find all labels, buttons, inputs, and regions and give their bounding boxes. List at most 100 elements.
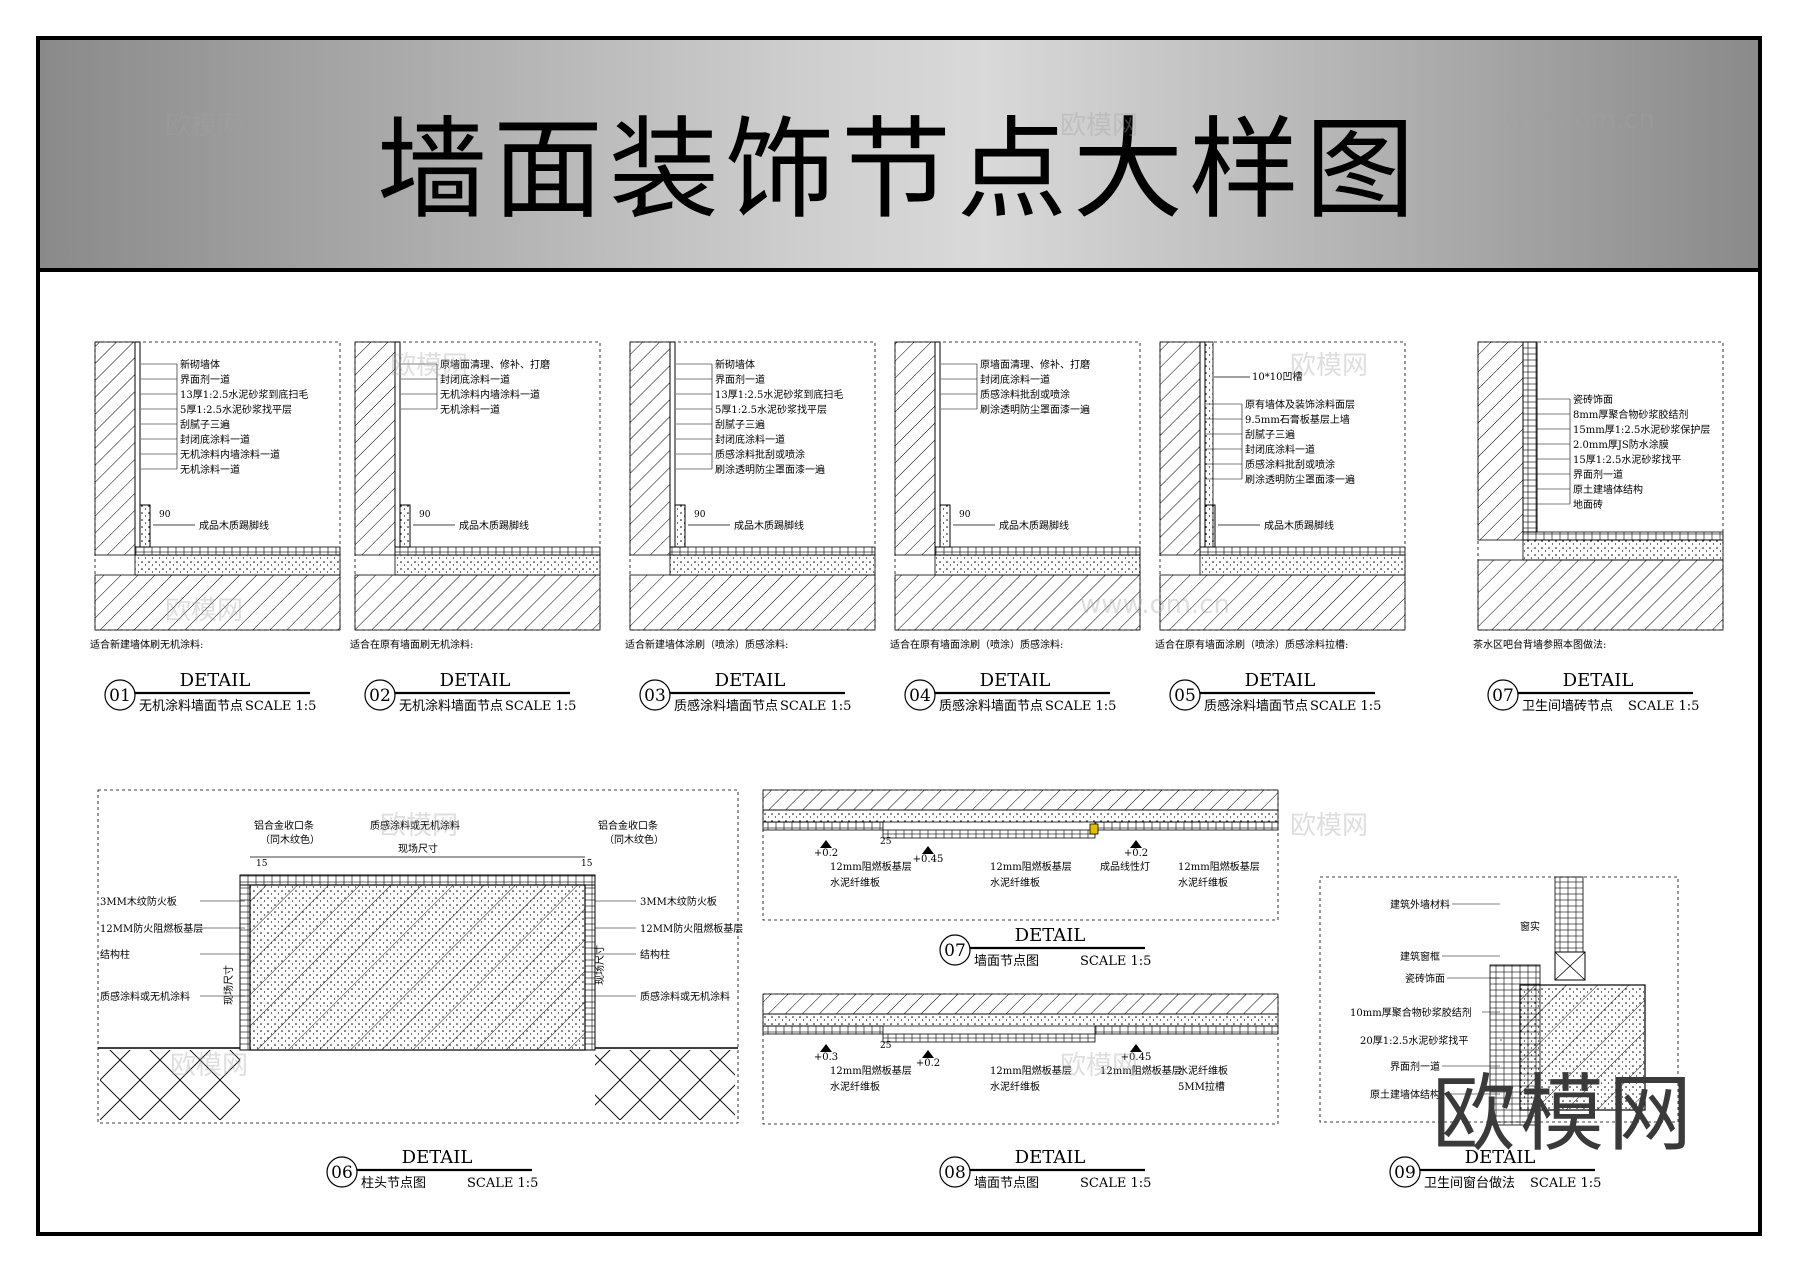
layer-label: 质感涂料批刮或喷涂 xyxy=(1245,458,1335,471)
column-cladding-left xyxy=(239,884,251,1051)
floor-screed-layer xyxy=(1522,539,1724,561)
floor-screed-layer xyxy=(394,554,601,576)
board-layer xyxy=(762,809,1279,823)
layer-label: 原土建墙体结构 xyxy=(1370,1088,1440,1101)
detail-word: DETAIL xyxy=(715,670,786,691)
scale-text: SCALE 1:5 xyxy=(245,699,316,714)
layer-label: 瓷砖饰面 xyxy=(1573,393,1613,406)
detail-name: 卫生间墙砖节点 xyxy=(1522,699,1613,714)
detail-number: 05 xyxy=(1174,686,1196,706)
floor-screed-layer xyxy=(1199,554,1406,576)
detail-number: 03 xyxy=(644,686,666,706)
detail-number-circle xyxy=(1389,1156,1421,1188)
right-label: 3MM木纹防火板 xyxy=(640,895,717,908)
wall-hatch xyxy=(354,341,396,556)
detail-panel-03: 成品木质踢脚线90新砌墙体界面剂一道13厚1:2.5水泥砂浆到底扫毛5厚1:2.… xyxy=(625,341,876,714)
level-label: +0.3 xyxy=(814,1052,838,1063)
layer-label: 封闭底涂料一道 xyxy=(715,433,785,446)
detail-number: 07 xyxy=(944,941,966,961)
floor-tile-layer xyxy=(934,546,1141,556)
detail-word: DETAIL xyxy=(980,670,1051,691)
detail-number: 02 xyxy=(369,686,391,706)
dim-label: 25 xyxy=(880,1041,892,1051)
layer-label: 建筑窗框 xyxy=(1400,950,1440,963)
layer-label: 10mm厚聚合物砂浆胶结剂 xyxy=(1350,1006,1472,1019)
detail-number: 06 xyxy=(331,1163,353,1183)
floor-slab-hatch xyxy=(1477,559,1724,631)
wall-hatch xyxy=(94,341,136,556)
detail-word: DETAIL xyxy=(1245,670,1316,691)
floor-slab-hatch xyxy=(1159,574,1406,631)
detail-number-circle xyxy=(326,1156,358,1188)
detail-panel-02: 成品木质踢脚线90原墙面清理、修补、打磨封闭底涂料一道无机涂料内墙涂料一道无机涂… xyxy=(350,341,601,714)
wall-hatch xyxy=(1159,341,1201,556)
layer-label: 2.0mm厚JS防水涂膜 xyxy=(1573,438,1669,451)
layer-label: 无机涂料内墙涂料一道 xyxy=(180,448,280,461)
scale-text: SCALE 1:5 xyxy=(505,699,576,714)
panel-finish xyxy=(762,821,884,831)
layer-label: 20厚1:2.5水泥砂浆找平 xyxy=(1360,1034,1468,1047)
detail-number: 01 xyxy=(109,686,131,706)
floor-screed-layer xyxy=(669,554,876,576)
layer-label: 无机涂料内墙涂料一道 xyxy=(440,388,540,401)
layer-label: 封闭底涂料一道 xyxy=(180,433,250,446)
layer-label: 原墙面清理、修补、打磨 xyxy=(440,358,550,371)
corner-watermark: 欧模网 xyxy=(1431,1065,1696,1163)
panel-border xyxy=(762,789,1279,921)
panel-note: 适合新建墙体刷无机涂料: xyxy=(90,638,203,651)
layer-label: 质感涂料批刮或喷涂 xyxy=(980,388,1070,401)
left-label: 结构柱 xyxy=(100,948,130,961)
detail-number: 04 xyxy=(909,686,931,706)
detail-word: DETAIL xyxy=(180,670,251,691)
detail-word: DETAIL xyxy=(440,670,511,691)
level-marker xyxy=(922,846,934,854)
floor-slab-hatch xyxy=(894,574,1141,631)
layer-label: 刮腻子三遍 xyxy=(1245,428,1295,441)
detail-panel-04: 成品木质踢脚线90原墙面清理、修补、打磨封闭底涂料一道质感涂料批刮或喷涂刷涂透明… xyxy=(890,341,1141,714)
skirting-label: 成品木质踢脚线 xyxy=(734,519,804,532)
scale-text: SCALE 1:5 xyxy=(1530,1176,1601,1191)
detail-number-circle xyxy=(1487,679,1519,711)
layer-label: 建筑外墙材料 xyxy=(1390,898,1450,911)
wall-finish-layer xyxy=(669,341,676,548)
left-label: 3MM木纹防火板 xyxy=(100,895,177,908)
panel-note: 适合在原有墙面刷无机涂料: xyxy=(350,638,473,651)
wall-hatch xyxy=(894,341,936,556)
detail-number-circle xyxy=(104,679,136,711)
component-label: 5MM拉槽 xyxy=(1178,1080,1225,1093)
wall-finish-layer xyxy=(134,341,141,548)
panel-finish xyxy=(1094,821,1279,831)
panel-note: 适合新建墙体涂刷（喷涂）质感涂料: xyxy=(625,638,788,651)
layer-label: 封闭底涂料一道 xyxy=(980,373,1050,386)
floor-tile-layer xyxy=(1199,546,1406,556)
vertical-dimension: 现场尺寸 xyxy=(593,945,606,985)
level-label: +0.2 xyxy=(1124,848,1148,859)
dim-label: 15 xyxy=(581,859,593,869)
detail-number-circle xyxy=(939,934,971,966)
level-marker xyxy=(820,1044,832,1052)
component-label: 12mm阻燃板基层 xyxy=(1178,860,1260,873)
dim-label: 90 xyxy=(959,510,971,520)
column-cladding-right xyxy=(584,884,596,1051)
layer-label: 13厚1:2.5水泥砂浆到底扫毛 xyxy=(715,388,843,401)
title-banner: 墙面装饰节点大样图 xyxy=(40,40,1758,272)
floor-screed-layer xyxy=(934,554,1141,576)
detail-number: 08 xyxy=(944,1163,966,1183)
layer-label: 质感涂料批刮或喷涂 xyxy=(715,448,805,461)
wall-hatch xyxy=(762,789,1279,811)
floor-tile-layer xyxy=(394,546,601,556)
floor-pattern-left xyxy=(100,1050,240,1120)
panel-border xyxy=(97,789,739,1124)
layer-label: 刷涂透明防尘罩面漆一遍 xyxy=(715,463,825,476)
component-label: 12mm阻燃板基层 xyxy=(1100,1064,1182,1077)
column-detail-06: 现场尺寸铝合金收口条（同木纹色）质感涂料或无机涂料铝合金收口条（同木纹色）3MM… xyxy=(97,789,743,1191)
page-title: 墙面装饰节点大样图 xyxy=(377,106,1421,234)
level-marker xyxy=(1130,1044,1142,1052)
detail-number-circle xyxy=(939,1156,971,1188)
layer-label: 无机涂料一道 xyxy=(440,403,500,416)
